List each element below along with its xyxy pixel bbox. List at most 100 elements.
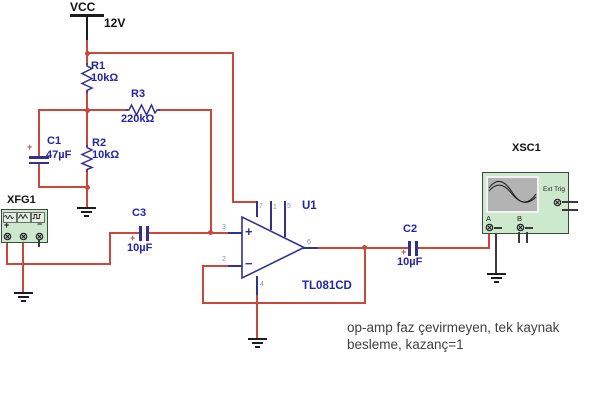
wire-fg-common-ground[interactable] bbox=[22, 239, 24, 293]
channel-a-label: A bbox=[486, 214, 492, 223]
wire-c1-bottom[interactable] bbox=[38, 164, 40, 188]
ext-trig-label: Ext Trig bbox=[543, 186, 566, 193]
junction-dot bbox=[85, 108, 90, 113]
capacitor-c1-plate bbox=[29, 161, 49, 164]
u1-pin4-stub bbox=[256, 276, 258, 295]
u1-pin7-stub bbox=[256, 201, 258, 217]
sine-wave-button[interactable] bbox=[3, 212, 17, 223]
xsc1-channel-a-terminal[interactable] bbox=[485, 223, 494, 232]
wire-feedback-left[interactable] bbox=[202, 265, 204, 304]
r1-value-label: 10kΩ bbox=[91, 72, 119, 84]
u1-pin3-number: 3 bbox=[222, 224, 226, 231]
xsc1-channel-b-terminal[interactable] bbox=[516, 223, 525, 232]
u1-pin5-number: 5 bbox=[287, 203, 291, 210]
ground-bar bbox=[252, 342, 263, 344]
ground-symbol[interactable] bbox=[248, 338, 267, 340]
xfg1-minus-terminal[interactable] bbox=[35, 232, 44, 241]
r1-ref-label: R1 bbox=[91, 60, 106, 72]
c2-ref-label: C2 bbox=[403, 223, 418, 235]
wire-vcc-to-pin7-v[interactable] bbox=[232, 52, 234, 202]
capacitor-c2[interactable] bbox=[408, 241, 411, 256]
annotation-line-1: op-amp faz çevirmeyen, tek kaynak bbox=[347, 320, 560, 335]
wire-feedback-bottom[interactable] bbox=[202, 302, 366, 304]
u1-pin1-number: 1 bbox=[273, 204, 277, 211]
c3-polarity-mark: + bbox=[130, 233, 136, 243]
c1-polarity-mark: + bbox=[27, 142, 33, 152]
wire-fg-plus-down[interactable] bbox=[6, 239, 8, 265]
wire-to-pin7[interactable] bbox=[232, 201, 258, 203]
u1-inverting-sign: − bbox=[245, 256, 253, 271]
ext-trig-stub bbox=[562, 201, 578, 203]
ground-bar bbox=[81, 211, 92, 213]
xfg1-plus-terminal[interactable] bbox=[3, 232, 12, 241]
u1-pin7-number: 7 bbox=[259, 203, 263, 210]
wire-r3-to-pin3[interactable] bbox=[210, 109, 212, 233]
oscilloscope-screen bbox=[486, 176, 539, 213]
channel-b-prong bbox=[525, 227, 533, 229]
xsc1-ext-trig-terminal[interactable] bbox=[553, 198, 562, 207]
capacitor-c3[interactable] bbox=[139, 226, 142, 241]
square-wave-icon bbox=[32, 214, 41, 219]
r2-value-label: 10kΩ bbox=[92, 149, 120, 161]
ground-symbol[interactable] bbox=[487, 273, 506, 275]
u1-pin5-stub bbox=[284, 201, 286, 237]
capacitor-c1[interactable] bbox=[29, 156, 49, 159]
u1-pin1-stub bbox=[270, 201, 272, 230]
channel-a-prong bbox=[494, 227, 502, 229]
wire-vcc-down[interactable] bbox=[86, 40, 88, 54]
c3-ref-label: C3 bbox=[132, 207, 147, 219]
wire-junction-to-c1-h[interactable] bbox=[38, 109, 88, 111]
wire-r1-top[interactable] bbox=[86, 52, 88, 65]
wire-pin4-ground[interactable] bbox=[256, 293, 258, 339]
ground-symbol[interactable] bbox=[77, 207, 96, 209]
xfg1-minus-stub bbox=[38, 239, 40, 247]
wire-scope-a-up[interactable] bbox=[488, 232, 490, 249]
u1-pin2-stub bbox=[228, 265, 242, 267]
vcc-voltage-label: 12V bbox=[104, 16, 126, 30]
u1-part-label: TL081CD bbox=[302, 280, 352, 292]
wire-c3-left[interactable] bbox=[109, 232, 140, 234]
junction-dot bbox=[85, 51, 90, 56]
c1-ref-label: C1 bbox=[47, 135, 62, 147]
r3-value-label: 220kΩ bbox=[121, 113, 155, 125]
xfg1-plus-label: + bbox=[4, 220, 10, 230]
c2-polarity-mark: + bbox=[401, 247, 407, 257]
ext-trig-stub bbox=[562, 209, 578, 211]
wire-fg-to-c3-h[interactable] bbox=[6, 263, 111, 265]
resistor-r2[interactable] bbox=[79, 145, 95, 172]
u1-pin6-stub bbox=[303, 247, 318, 249]
ground-symbol[interactable] bbox=[14, 292, 33, 294]
xfg1-common-terminal[interactable] bbox=[19, 232, 28, 241]
triangle-wave-button[interactable] bbox=[17, 212, 31, 223]
triangle-wave-icon bbox=[18, 213, 28, 220]
wire-vcc-to-pin7-h[interactable] bbox=[86, 52, 234, 54]
wire-fg-to-c3-v[interactable] bbox=[109, 232, 111, 265]
wire-c1-to-r2-h[interactable] bbox=[38, 186, 88, 188]
ground-bar bbox=[21, 300, 26, 302]
wire-r3-right[interactable] bbox=[158, 109, 212, 111]
junction-dot bbox=[362, 245, 367, 250]
wire-r1-r2[interactable] bbox=[86, 91, 88, 147]
resistor-r1[interactable] bbox=[79, 63, 95, 93]
c2-value-label: 10µF bbox=[397, 256, 423, 268]
vcc-label: VCC bbox=[70, 0, 96, 14]
u1-pin2-number: 2 bbox=[222, 256, 226, 263]
ground-bar bbox=[18, 296, 29, 298]
wire-scope-ground[interactable] bbox=[495, 230, 497, 274]
ground-bar bbox=[84, 215, 89, 217]
vcc-lead bbox=[86, 16, 88, 42]
ground-bar bbox=[491, 277, 502, 279]
opamp-u1[interactable] bbox=[240, 214, 306, 282]
square-wave-button[interactable] bbox=[31, 212, 45, 223]
resistor-r3[interactable] bbox=[126, 102, 160, 118]
xfg1-minus-label: − bbox=[37, 219, 43, 229]
wire-c3-to-pin3[interactable] bbox=[148, 232, 229, 234]
wire-c2-to-scope[interactable] bbox=[417, 247, 489, 249]
wire-r3-left[interactable] bbox=[86, 109, 128, 111]
wire-feedback-right[interactable] bbox=[364, 247, 366, 304]
wire-c1-top[interactable] bbox=[38, 109, 40, 157]
channel-b-stub bbox=[526, 232, 528, 243]
vcc-symbol[interactable] bbox=[70, 14, 104, 17]
capacitor-c2-plate bbox=[415, 241, 418, 256]
wire-pin2[interactable] bbox=[202, 265, 229, 267]
